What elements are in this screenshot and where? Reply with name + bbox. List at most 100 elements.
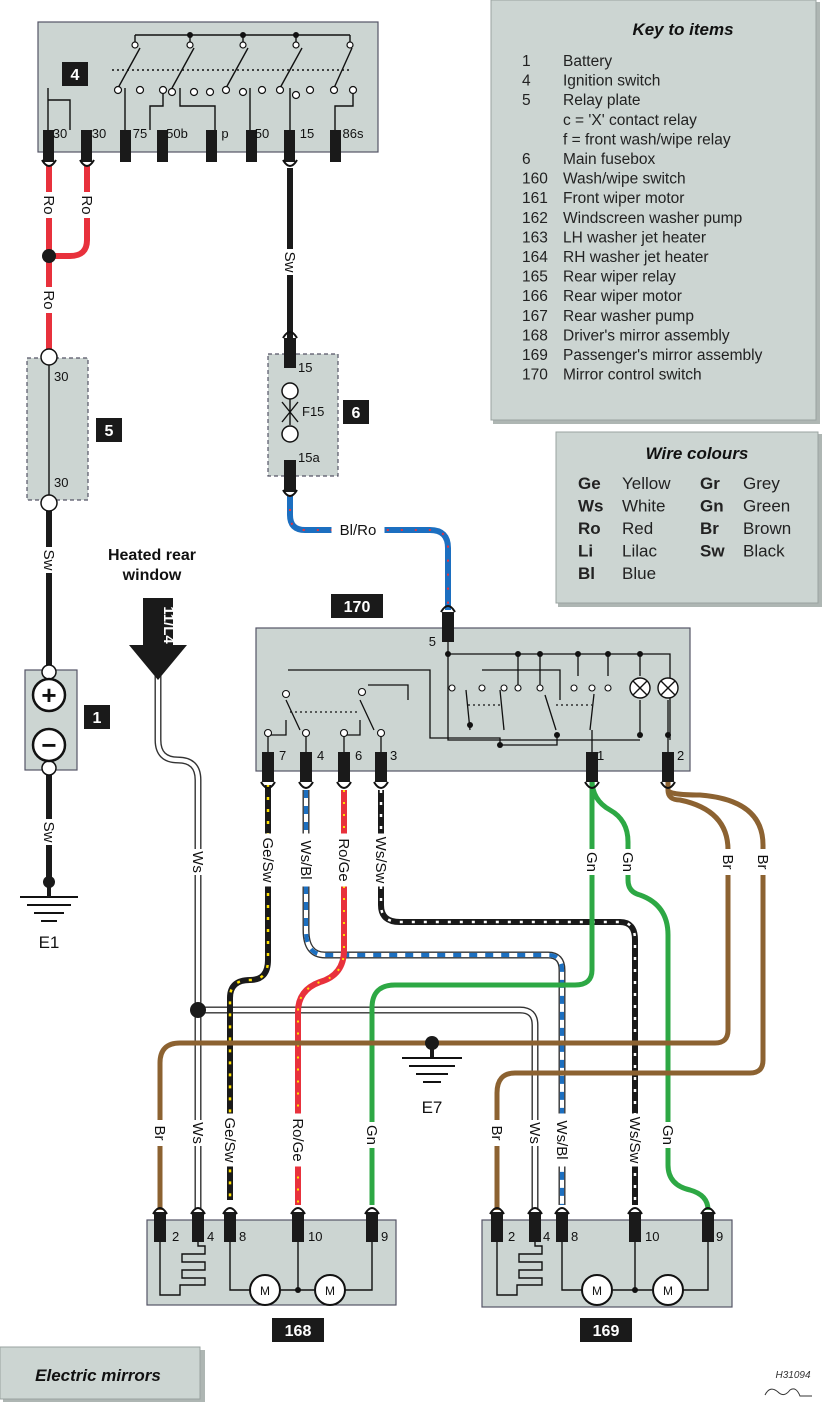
wire-colour-code: Sw [700, 542, 725, 561]
wire-label-text: Gn [659, 1125, 676, 1145]
wire-label-text: Ws [189, 851, 206, 873]
wire-colour-name: White [622, 497, 665, 516]
key-item-number: 1 [522, 53, 531, 70]
key-item-number: 6 [522, 151, 531, 168]
wire-label-text: Ro/Ge [289, 1118, 306, 1161]
wire-label-text: Ge/Sw [221, 1117, 238, 1162]
wire-label: Ws [188, 849, 208, 875]
ignition-pin: 30 [92, 126, 106, 141]
wire-label: Ro [39, 192, 59, 218]
fusebox: 15 F15 15a 6 [267, 331, 369, 497]
wire-label-text: Ro [40, 290, 57, 309]
heated-rear-window-line1: Heated rear [108, 547, 196, 564]
key-item-label: LH washer jet heater [563, 229, 706, 246]
wire-label-text: Gn [363, 1125, 380, 1145]
wire-label-text: Ws [189, 1122, 206, 1144]
wire-gesw [227, 785, 271, 1200]
wire-label-text: Ws/Sw [626, 1117, 643, 1164]
wire-label-text: Br [719, 855, 736, 870]
key-item-label: Wash/wipe switch [563, 171, 686, 188]
passenger-pin-10: 10 [645, 1229, 659, 1244]
wire-label: Br [150, 1120, 170, 1146]
wire-colours-title: Wire colours [646, 444, 749, 463]
fuse-pin-15a: 15a [298, 450, 320, 465]
wire-label: Br [487, 1120, 507, 1146]
earth-e1: E1 [20, 876, 78, 952]
relay-plate: 30 30 5 [26, 348, 122, 512]
wire-label: Ws/Sw [371, 833, 391, 887]
wire-label-text: Ro [40, 195, 57, 214]
mirror-switch-id: 170 [344, 599, 371, 616]
wire-label: Gn [618, 849, 638, 875]
key-item-label: Mirror control switch [563, 367, 702, 384]
relay-pin-30-top: 30 [54, 369, 68, 384]
wire-colour-code: Ws [578, 497, 604, 516]
switch-pin-1: 1 [597, 748, 604, 763]
driver-motor-1: M [260, 1284, 270, 1298]
passenger-motor-2: M [663, 1284, 673, 1298]
wire-label: Ws [525, 1120, 545, 1146]
passenger-mirror-id: 169 [593, 1323, 620, 1340]
wire-label-text: Br [151, 1126, 168, 1141]
wire-label: Ge/Sw [258, 833, 278, 887]
wire-label: Ws/Bl [552, 1113, 572, 1167]
wire-colour-code: Ge [578, 474, 601, 493]
driver-pin-2: 2 [172, 1229, 179, 1244]
wire-label: Ws/Bl [296, 833, 316, 887]
heated-rear-window: Heated rear window 11/L4 [108, 547, 196, 680]
driver-motor-2: M [325, 1284, 335, 1298]
key-item-label: c = 'X' contact relay [563, 112, 697, 129]
wire-gn [369, 779, 711, 1211]
driver-mirror: M M 2 4 8 10 9 168 [146, 1207, 397, 1342]
wire-colour-name: Lilac [622, 542, 657, 561]
wire-label-text: Gn [619, 852, 636, 872]
drawing-reference: H31094 [775, 1370, 810, 1381]
wire-colour-code: Gn [700, 497, 724, 516]
wire-label-text: Br [488, 1126, 505, 1141]
fusebox-id: 6 [352, 405, 361, 422]
wire-label-text: Ge/Sw [259, 837, 276, 882]
junction-dot [42, 249, 56, 263]
relay-pin-30-bottom: 30 [54, 475, 68, 490]
title-panel: Electric mirrors [0, 1346, 205, 1402]
key-item-number: 167 [522, 308, 548, 325]
ignition-pin: 15 [300, 126, 314, 141]
wire-label: Ws/Sw [625, 1113, 645, 1167]
passenger-pin-8: 8 [571, 1229, 578, 1244]
key-item-label: Driver's mirror assembly [563, 327, 730, 344]
wire-colour-code: Li [578, 542, 593, 561]
driver-mirror-id: 168 [285, 1323, 312, 1340]
passenger-mirror: M M 2 4 8 10 9 169 [481, 1207, 733, 1342]
key-item-label: Rear wiper motor [563, 288, 682, 305]
switch-pin-6: 6 [355, 748, 362, 763]
wire-wsbl [302, 790, 566, 1205]
key-item-number: 165 [522, 269, 548, 286]
wire-label: Ro [39, 287, 59, 313]
battery-plus: + [41, 680, 56, 710]
wire-label-text: Ro [78, 195, 95, 214]
wire-label: Bl/Ro [331, 520, 385, 540]
wire-label-text: Sw [40, 822, 57, 843]
wire-label: Ro/Ge [288, 1113, 308, 1167]
wires [46, 165, 766, 1211]
wire-label: Sw [280, 249, 300, 275]
key-item-label: Rear wiper relay [563, 269, 676, 286]
signature [764, 1388, 812, 1397]
key-item-number: 164 [522, 249, 548, 266]
heated-rear-window-ref: 11/L4 [160, 606, 177, 644]
driver-pin-10: 10 [308, 1229, 322, 1244]
heated-rear-window-line2: window [122, 567, 182, 584]
wire-colour-name: Blue [622, 564, 656, 583]
wire-label: Ge/Sw [220, 1113, 240, 1167]
key-item-number: 170 [522, 367, 548, 384]
wire-label-text: Bl/Ro [340, 522, 377, 539]
wire-label-text: Sw [281, 252, 298, 273]
key-item-label: Rear washer pump [563, 308, 694, 325]
wire-colour-name: Yellow [622, 474, 671, 493]
wire-label-text: Gn [583, 852, 600, 872]
driver-pin-9: 9 [381, 1229, 388, 1244]
earth-e1-label: E1 [39, 933, 60, 952]
